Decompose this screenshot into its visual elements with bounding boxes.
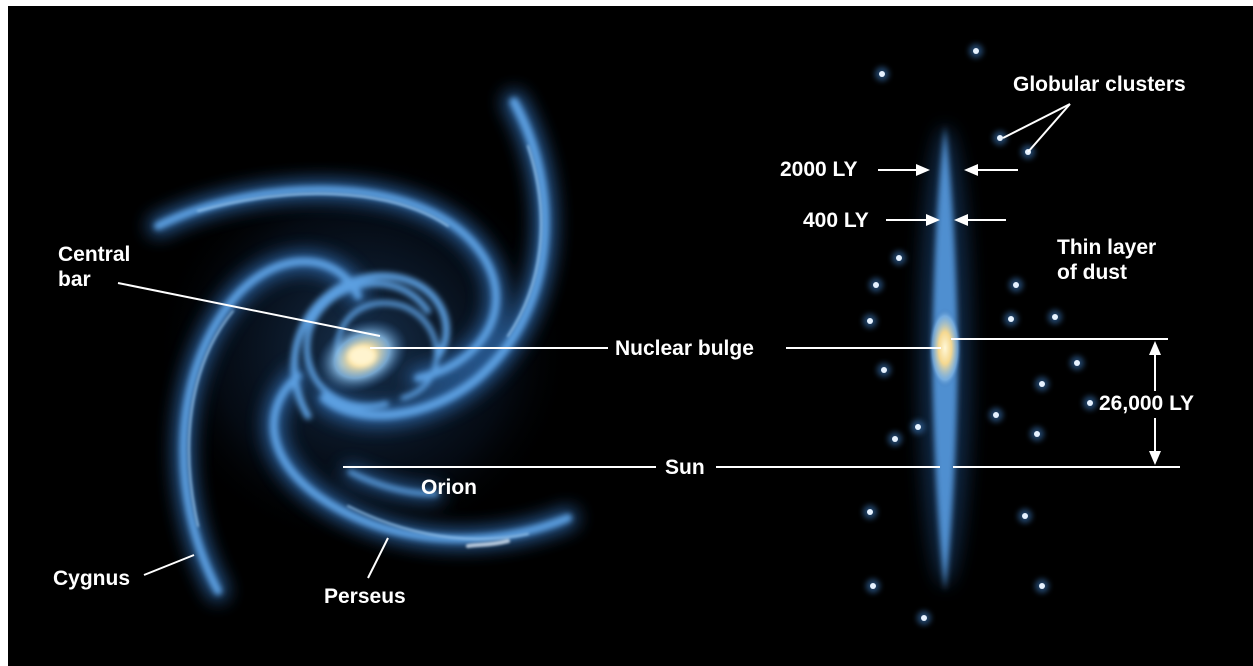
globular-cluster	[879, 71, 885, 77]
label-2000-ly: 2000 LY	[780, 158, 858, 181]
label-globular-clusters: Globular clusters	[1013, 73, 1186, 96]
globular-cluster	[881, 367, 887, 373]
arm-outer-east	[319, 97, 550, 420]
globular-cluster	[1039, 381, 1045, 387]
globular-cluster	[1052, 314, 1058, 320]
globular-cluster	[1013, 282, 1019, 288]
globular-cluster	[870, 583, 876, 589]
globular-cluster	[867, 318, 873, 324]
label-thin-layer-of-dust: Thin layer of dust	[1057, 236, 1157, 284]
label-26000-ly: 26,000 LY	[1099, 392, 1194, 415]
label-orion: Orion	[421, 476, 477, 499]
globular-cluster	[915, 424, 921, 430]
globular-cluster	[1034, 431, 1040, 437]
globular-cluster	[867, 509, 873, 515]
label-nuclear-bulge: Nuclear bulge	[615, 337, 754, 360]
globular-cluster	[1039, 583, 1045, 589]
globular-cluster	[896, 255, 902, 261]
arm-inner-1	[290, 272, 450, 420]
milky-way-diagram: Central bar Nuclear bulge Sun Orion Cygn…	[8, 6, 1253, 666]
globular-line-1	[1002, 103, 1071, 139]
label-perseus: Perseus	[324, 585, 406, 608]
central-bar-line	[117, 282, 381, 337]
label-sun: Sun	[665, 456, 705, 479]
spiral-arms	[154, 97, 572, 595]
globular-cluster	[1022, 513, 1028, 519]
globular-cluster	[1074, 360, 1080, 366]
cygnus-line	[143, 554, 195, 576]
globular-line-2	[1027, 103, 1071, 153]
label-400-ly: 400 LY	[803, 209, 869, 232]
globular-cluster	[892, 436, 898, 442]
arm-inner-2	[303, 280, 431, 410]
perseus-line	[367, 537, 389, 579]
label-central-bar: Central bar	[58, 243, 131, 291]
globular-cluster	[873, 282, 879, 288]
arrow-heads	[916, 164, 1161, 465]
globular-cluster	[993, 412, 999, 418]
globular-cluster	[1008, 316, 1014, 322]
label-cygnus: Cygnus	[53, 567, 131, 590]
globular-cluster	[1087, 400, 1093, 406]
arm-orion-spur	[347, 469, 439, 497]
globular-cluster	[921, 615, 927, 621]
edge-bulge	[929, 308, 961, 388]
edge-on-galaxy	[919, 126, 971, 591]
arm-cygnus	[179, 257, 362, 595]
globular-cluster	[997, 135, 1003, 141]
globular-clusters	[863, 44, 1097, 625]
spiral-galaxy	[148, 91, 578, 601]
globular-cluster	[973, 48, 979, 54]
arm-perseus	[269, 372, 572, 543]
